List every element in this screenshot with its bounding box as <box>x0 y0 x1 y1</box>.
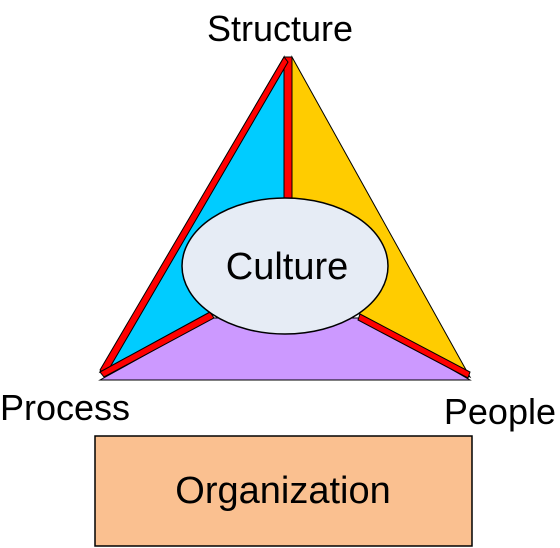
divider-line-top <box>283 56 293 207</box>
divider-line-left-inner <box>99 311 215 378</box>
organization-box <box>94 435 473 547</box>
people-label: People <box>444 391 556 432</box>
culture-label: Culture <box>226 246 349 288</box>
divider-line-right-inner <box>357 313 471 379</box>
structure-label: Structure <box>207 8 353 49</box>
culture-ellipse <box>181 197 389 335</box>
organization-label: Organization <box>175 470 390 512</box>
process-label: Process <box>0 387 130 428</box>
